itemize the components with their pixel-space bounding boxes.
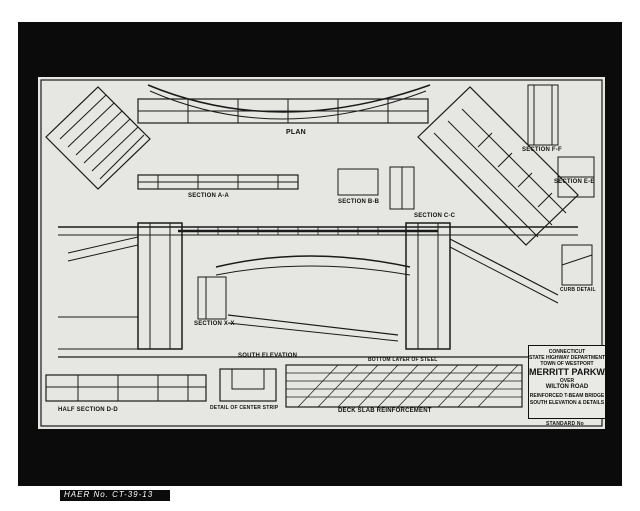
deck-slab-hatch [285, 364, 523, 408]
plan-left-wing [45, 86, 151, 190]
standard-no: STANDARD No [546, 421, 584, 427]
tb-road: WILTON ROAD [545, 384, 589, 390]
label-deck-slab: DECK SLAB REINFORCEMENT [338, 408, 432, 414]
tb-over: OVER [559, 378, 575, 384]
label-section-xx: SECTION X-X [194, 321, 235, 327]
label-center-strip: DETAIL OF CENTER STRIP [210, 405, 279, 411]
label-plan: PLAN [286, 129, 306, 136]
drawing-linework [40, 79, 603, 427]
title-block: CONNECTICUT STATE HIGHWAY DEPARTMENT TOW… [528, 345, 605, 419]
label-section-cc: SECTION C-C [414, 213, 456, 219]
half-section-dd [45, 374, 207, 402]
label-section-ee: SECTION E-E [554, 179, 595, 185]
label-south-elevation: SOUTH ELEVATION [238, 353, 298, 359]
label-section-ff: SECTION F-F [522, 147, 562, 153]
label-half-section-dd: HALF SECTION D-D [58, 407, 118, 413]
label-curb-detail: CURB DETAIL [560, 287, 596, 293]
label-bottom-layer: BOTTOM LAYER OF STEEL [368, 357, 438, 363]
tb-parkway: MERRITT PARKWAY [529, 367, 605, 377]
label-section-bb: SECTION B-B [338, 199, 380, 205]
tb-bridge: REINFORCED T-BEAM BRIDGE [529, 393, 605, 399]
label-section-aa: SECTION A-A [188, 193, 229, 199]
tb-department: STATE HIGHWAY DEPARTMENT [529, 355, 605, 361]
survey-id-label: HAER No. CT-39-13 [60, 490, 170, 501]
tb-sheet-title: SOUTH ELEVATION & DETAILS [529, 400, 605, 406]
plan-right-wing [417, 86, 579, 246]
tb-town: TOWN OF WESTPORT [540, 361, 594, 367]
survey-id-text: HAER No. CT-39-13 [64, 490, 154, 499]
south-elevation [58, 222, 578, 358]
tb-state: CONNECTICUT [548, 349, 586, 355]
drawing-sheet: PLAN SECTION A-A SECTION B-B SECTION C-C… [38, 77, 605, 429]
